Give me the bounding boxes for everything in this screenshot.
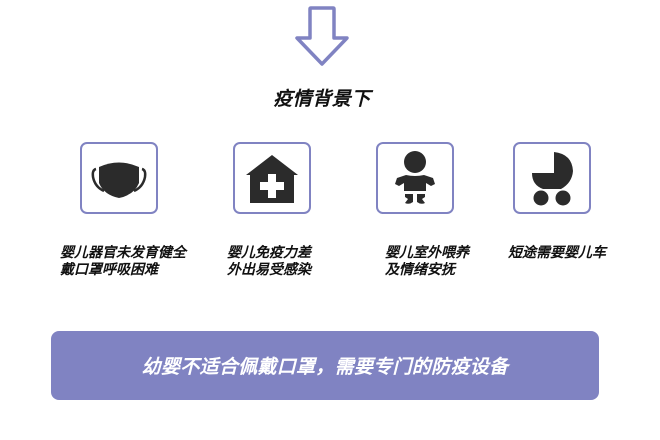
baby-icon xyxy=(395,151,435,204)
item-stroller-box xyxy=(513,142,591,214)
down-arrow-icon xyxy=(295,6,349,66)
item-baby-box xyxy=(376,142,454,214)
item-stroller-caption: 短途需要婴儿车 xyxy=(508,245,606,261)
banner-text: 幼婴不适合佩戴口罩，需要专门的防疫设备 xyxy=(141,356,509,378)
conclusion-banner: 幼婴不适合佩戴口罩，需要专门的防疫设备 xyxy=(51,331,599,400)
item-hospital-box xyxy=(233,142,311,214)
section-title: 疫情背景下 xyxy=(273,88,371,110)
item-mask-box xyxy=(80,142,158,214)
face-mask-icon xyxy=(91,162,147,198)
item-baby-caption: 婴儿室外喂养 及情绪安抚 xyxy=(385,245,469,278)
item-mask-caption: 婴儿器官未发育健全 戴口罩呼吸困难 xyxy=(60,245,186,278)
item-hospital-caption: 婴儿免疫力差 外出易受感染 xyxy=(227,245,311,278)
hospital-icon xyxy=(246,155,298,203)
stroller-icon xyxy=(532,152,573,206)
